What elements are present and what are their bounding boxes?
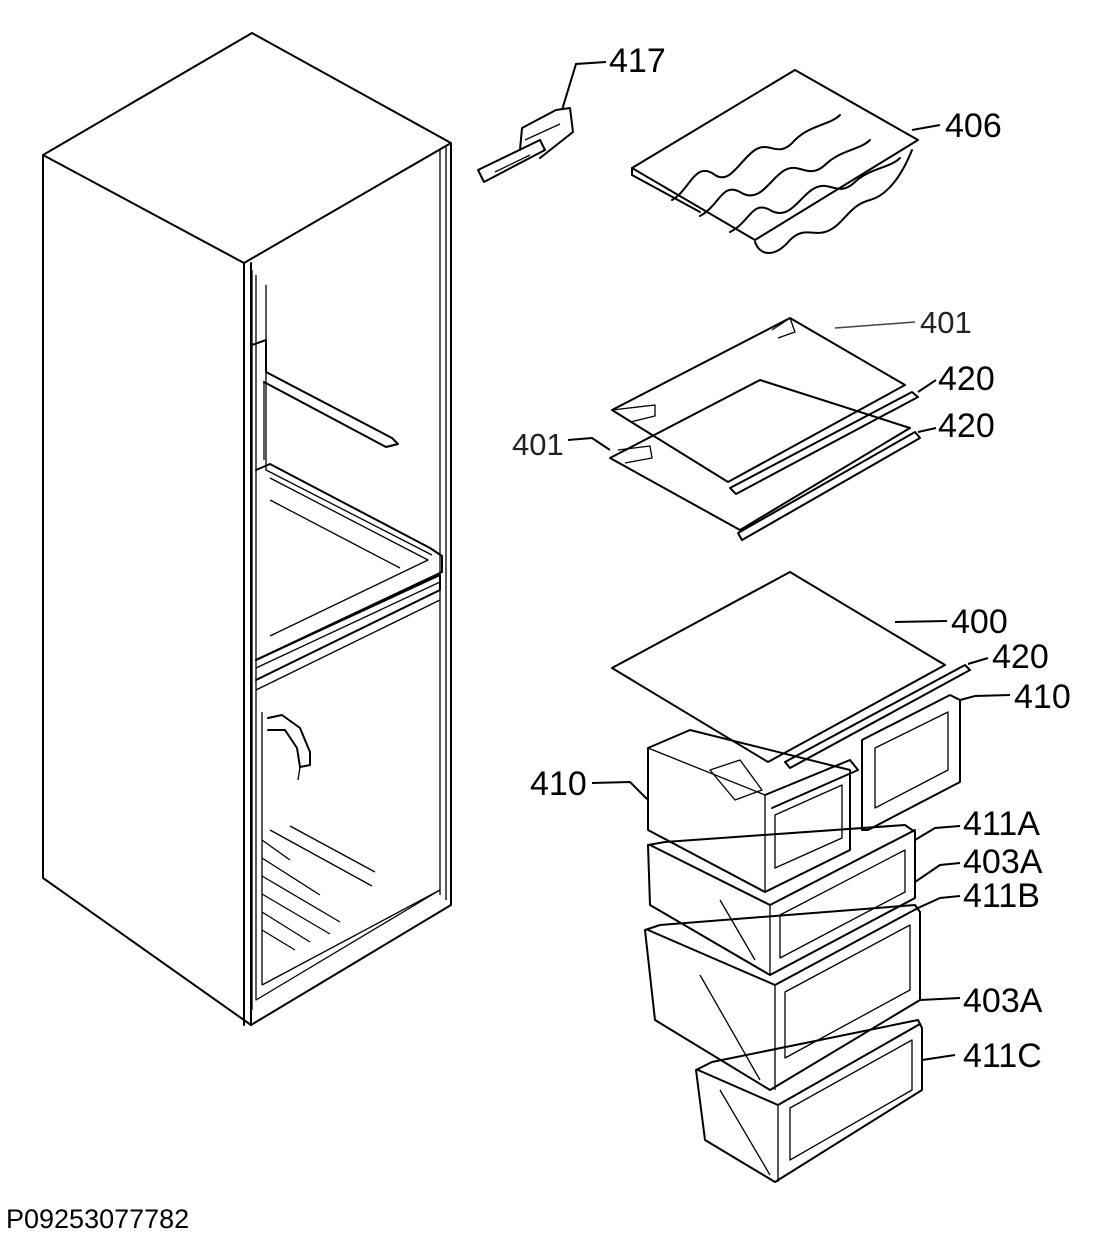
crisper-drawers-assembly xyxy=(591,571,1011,1183)
label-410-left: 410 xyxy=(530,765,587,803)
label-403a-lower: 403A xyxy=(963,982,1043,1020)
diagram-code: P09253077782 xyxy=(6,1204,189,1234)
label-420-cover: 420 xyxy=(992,638,1049,676)
label-400: 400 xyxy=(951,603,1008,641)
label-411a: 411A xyxy=(963,805,1040,843)
part-406-bottle-rack xyxy=(631,69,941,254)
label-420-top: 420 xyxy=(938,360,995,398)
label-403a-upper: 403A xyxy=(963,843,1043,881)
label-401-top: 401 xyxy=(920,305,972,340)
refrigerator-cabinet xyxy=(42,32,452,1026)
label-420-middle: 420 xyxy=(938,407,995,445)
part-417-clip xyxy=(477,61,607,183)
label-401-lower: 401 xyxy=(512,427,564,462)
upper-glass-shelves xyxy=(567,317,937,541)
label-406: 406 xyxy=(945,107,1002,145)
label-417: 417 xyxy=(609,42,666,80)
label-410-right: 410 xyxy=(1014,678,1071,716)
label-411b: 411B xyxy=(963,877,1040,915)
label-411c: 411C xyxy=(963,1037,1042,1075)
